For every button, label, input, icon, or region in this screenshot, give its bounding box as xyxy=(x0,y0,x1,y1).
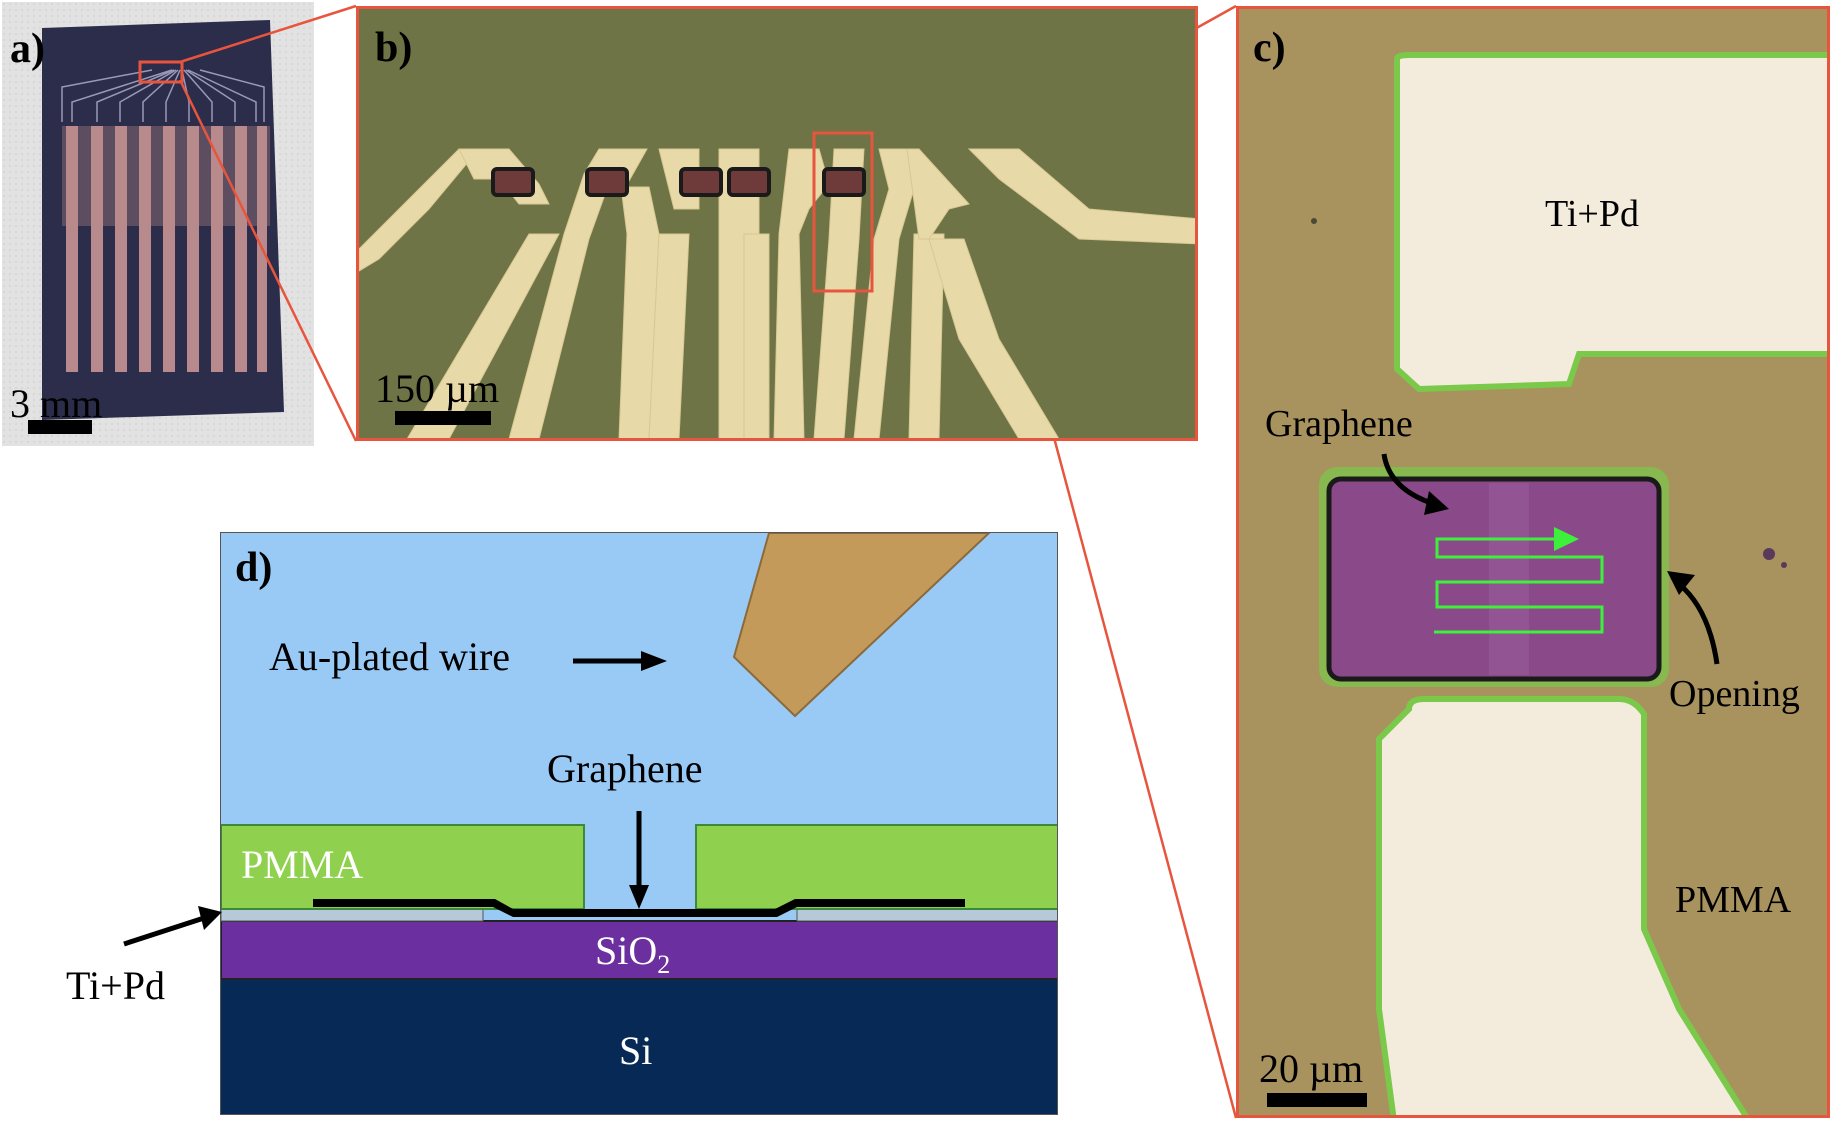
pad-bottom xyxy=(1376,696,1749,1115)
panel-c-label: c) xyxy=(1253,25,1286,71)
gold-traces xyxy=(359,148,1195,438)
scale-bar-c xyxy=(1267,1093,1367,1107)
pmma-left xyxy=(221,824,585,910)
label-pmma-c: PMMA xyxy=(1675,879,1792,921)
label-si: Si xyxy=(619,1028,653,1073)
chip-photo xyxy=(2,2,314,446)
openings-b xyxy=(491,167,866,197)
tipd-left xyxy=(221,908,484,922)
micrograph-b xyxy=(359,131,1195,438)
label-sio2: SiO2 xyxy=(595,931,670,978)
pmma-right xyxy=(695,824,1057,910)
panel-b-label: b) xyxy=(375,25,413,71)
label-opening-c: Opening xyxy=(1669,673,1800,715)
zoom-box-a xyxy=(138,60,184,84)
wire-arrow xyxy=(641,651,667,671)
scale-text-a: 3 mm xyxy=(10,381,103,426)
graphene-layer xyxy=(313,899,965,917)
panel-d-label: d) xyxy=(235,545,273,591)
label-tipd-c: Ti+Pd xyxy=(1545,193,1639,235)
zoom-box-b xyxy=(812,131,874,293)
panel-d: d) Au-plated wire Graphene PMMA SiO2 Si xyxy=(220,532,1058,1115)
opening-arrow xyxy=(1667,571,1695,595)
pad-top xyxy=(1394,52,1827,393)
graphene-arrow-d xyxy=(629,885,649,909)
sio2-layer xyxy=(221,920,1057,980)
panel-c: c) Ti+Pd Graphene Opening PMMA 20 µm xyxy=(1236,6,1830,1118)
serpentine-path xyxy=(1434,537,1604,634)
label-sio2-sub: 2 xyxy=(657,950,671,979)
path-arrowhead xyxy=(1554,527,1579,551)
scale-text-b: 150 µm xyxy=(375,366,500,411)
label-pmma-d: PMMA xyxy=(241,842,364,887)
panel-a: a) 3 mm xyxy=(2,2,314,446)
panel-b: b) 150 µm xyxy=(356,6,1198,441)
label-graphene-d: Graphene xyxy=(547,746,703,791)
label-sio2-main: SiO xyxy=(595,928,658,973)
cross-section-diagram xyxy=(221,533,1057,1114)
graphene-arrow-c xyxy=(1424,491,1449,515)
si-layer xyxy=(221,979,1057,1114)
scale-bar-a xyxy=(28,420,92,434)
tipd-right xyxy=(796,908,1057,922)
panel-a-label: a) xyxy=(10,26,45,72)
scale-text-c: 20 µm xyxy=(1259,1046,1364,1091)
label-graphene-c: Graphene xyxy=(1265,403,1413,445)
scale-bar-b xyxy=(395,411,491,425)
label-tipd-d: Ti+Pd xyxy=(66,963,165,1008)
au-wire xyxy=(732,533,991,718)
micrograph-c xyxy=(1311,52,1827,1115)
tipd-arrow xyxy=(198,906,222,930)
label-wire: Au-plated wire xyxy=(269,634,511,679)
